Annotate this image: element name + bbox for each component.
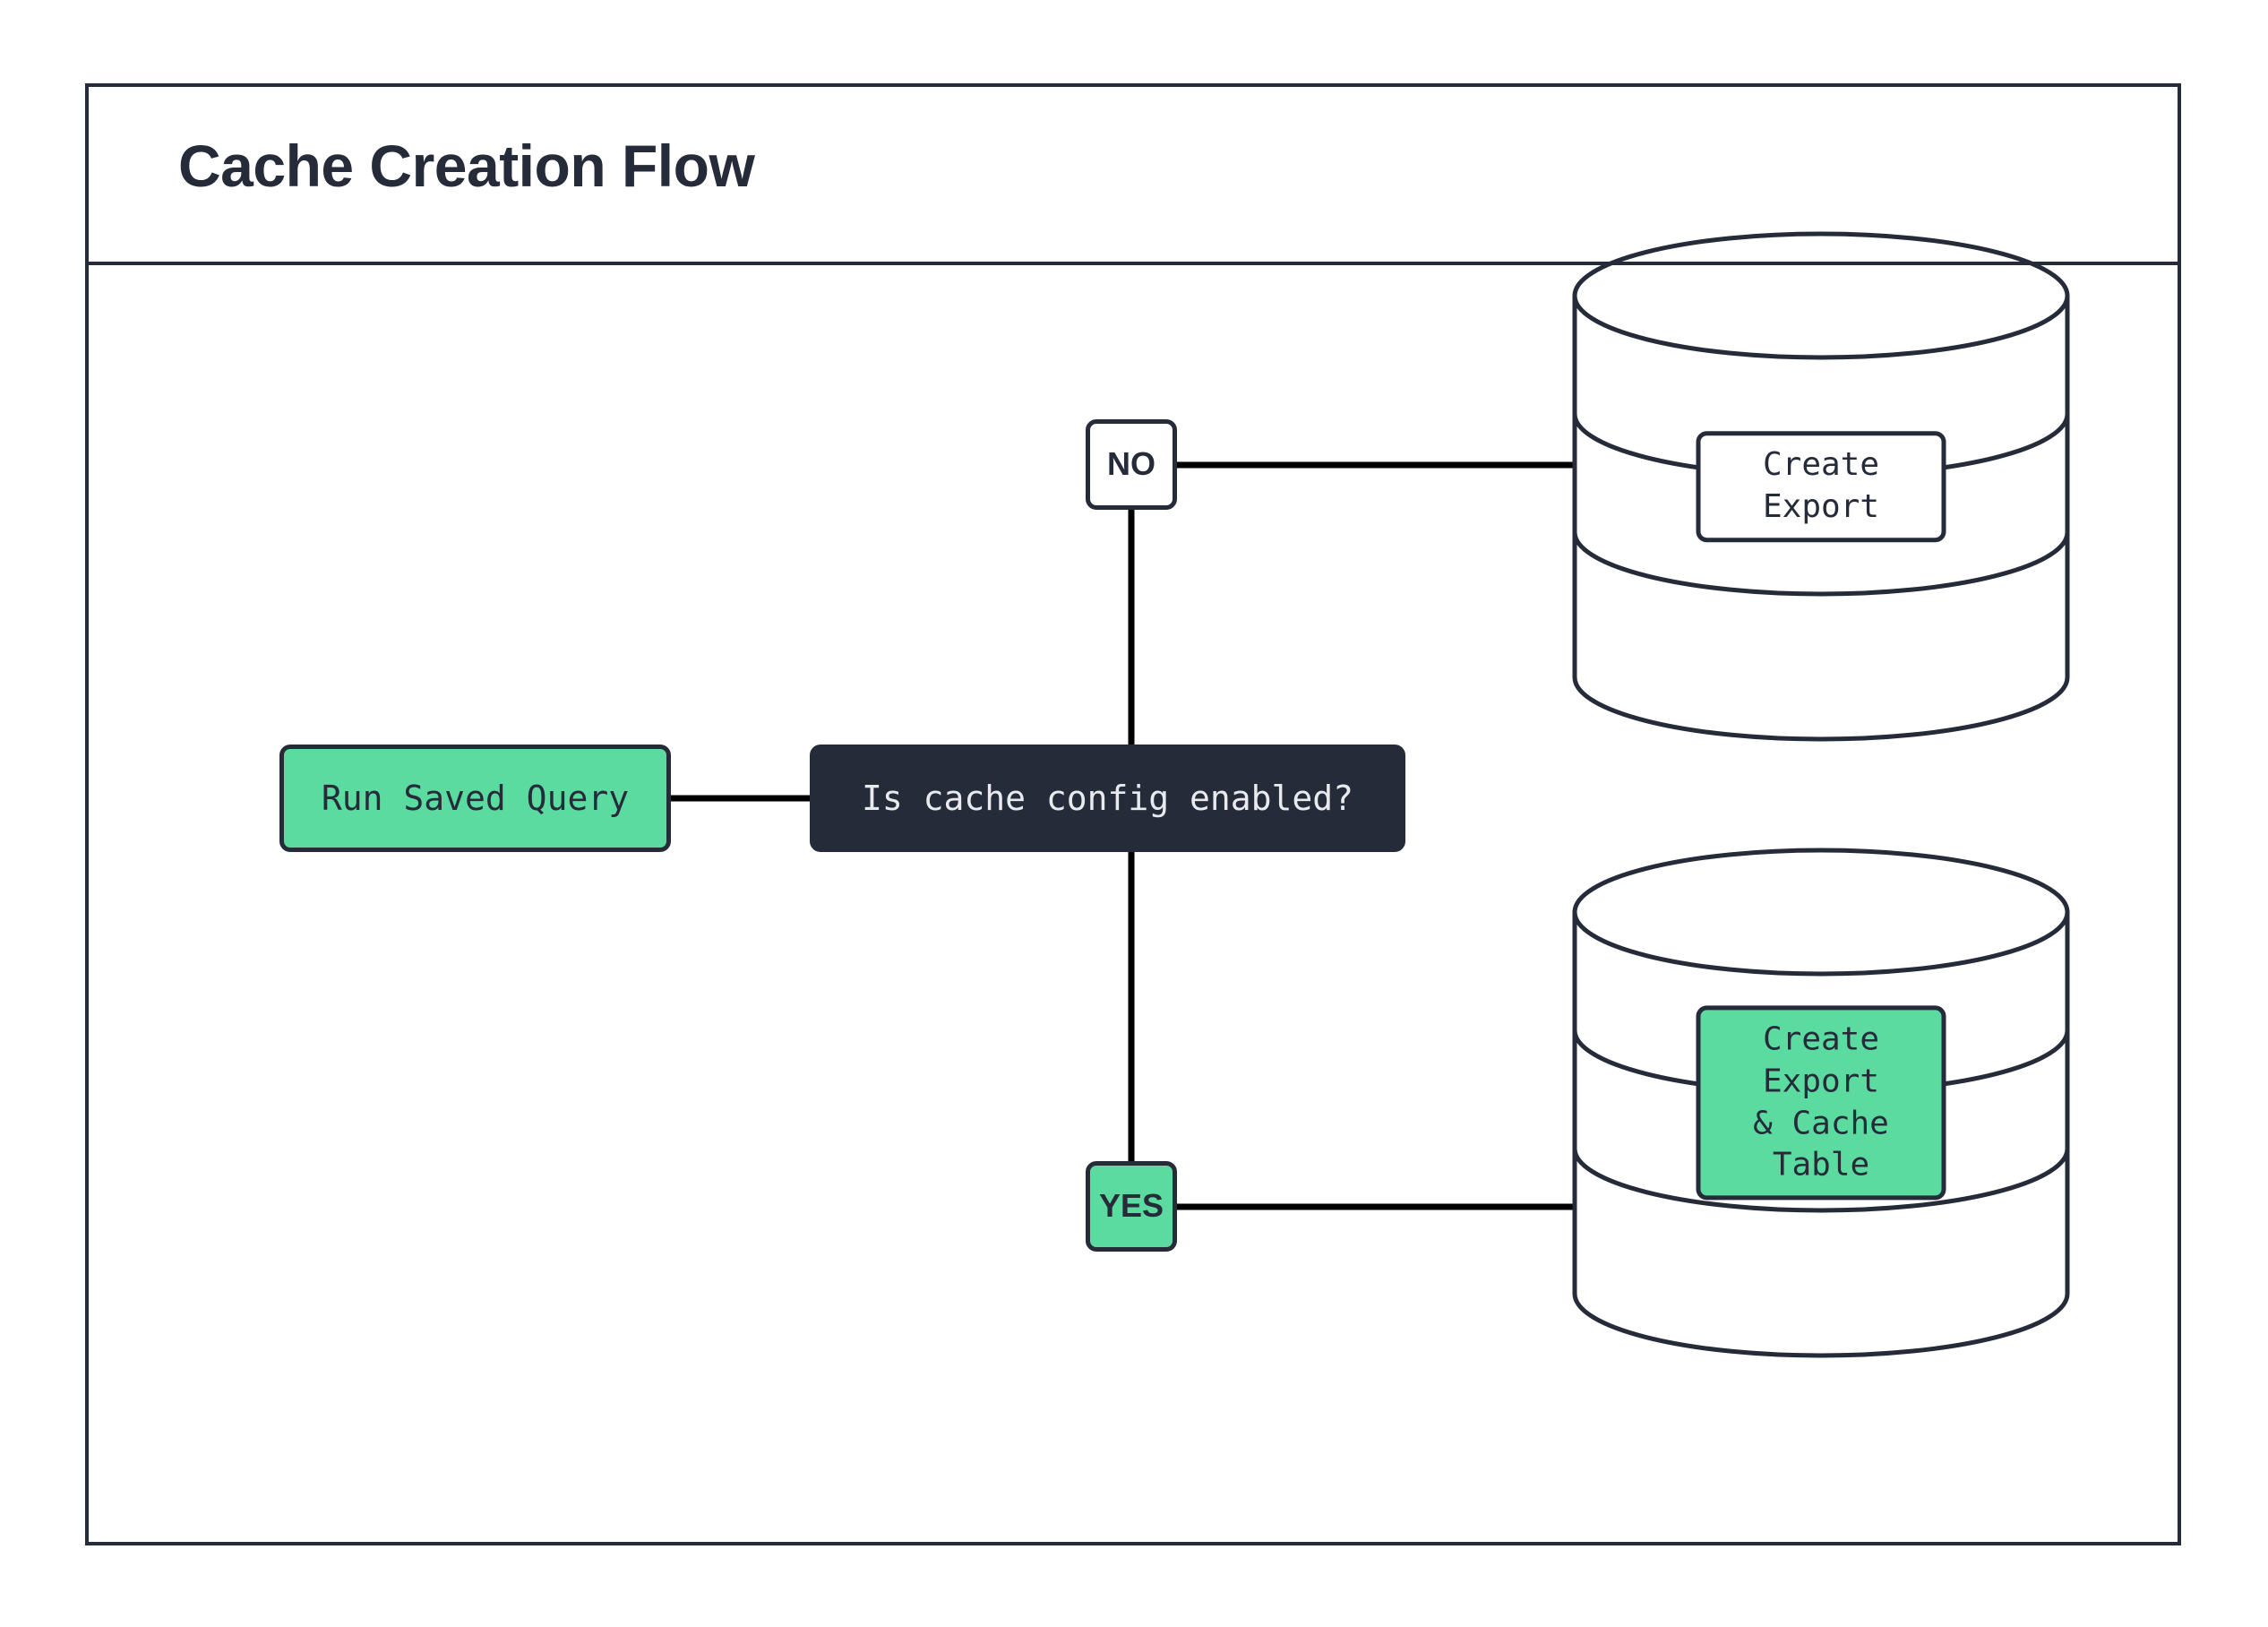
node-run-saved-query[interactable]: Run Saved Query — [279, 745, 671, 852]
page-title: Cache Creation Flow — [178, 133, 755, 199]
diagram-canvas: Create Export Create Export & Cache Tabl… — [89, 231, 2178, 1545]
database-cylinder-create-export[interactable]: Create Export — [1571, 230, 2071, 743]
branch-label-no[interactable]: NO — [1086, 419, 1177, 510]
database-icon — [1572, 848, 2070, 1358]
cylinder-label-create-export-cache-table: Create Export & Cache Table — [1696, 1005, 1946, 1201]
diagram-header: Cache Creation Flow — [89, 87, 2178, 265]
shape-layer: Create Export Create Export & Cache Tabl… — [89, 231, 2178, 1545]
branch-label-yes[interactable]: YES — [1086, 1161, 1177, 1252]
database-cylinder-create-export-cache-table[interactable]: Create Export & Cache Table — [1571, 847, 2071, 1359]
node-decision-is-cache-config-enabled[interactable]: Is cache config enabled? — [810, 745, 1405, 852]
cylinder-label-create-export: Create Export — [1696, 431, 1946, 542]
diagram-frame: Cache Creation Flow — [85, 83, 2181, 1545]
database-icon — [1572, 231, 2070, 742]
